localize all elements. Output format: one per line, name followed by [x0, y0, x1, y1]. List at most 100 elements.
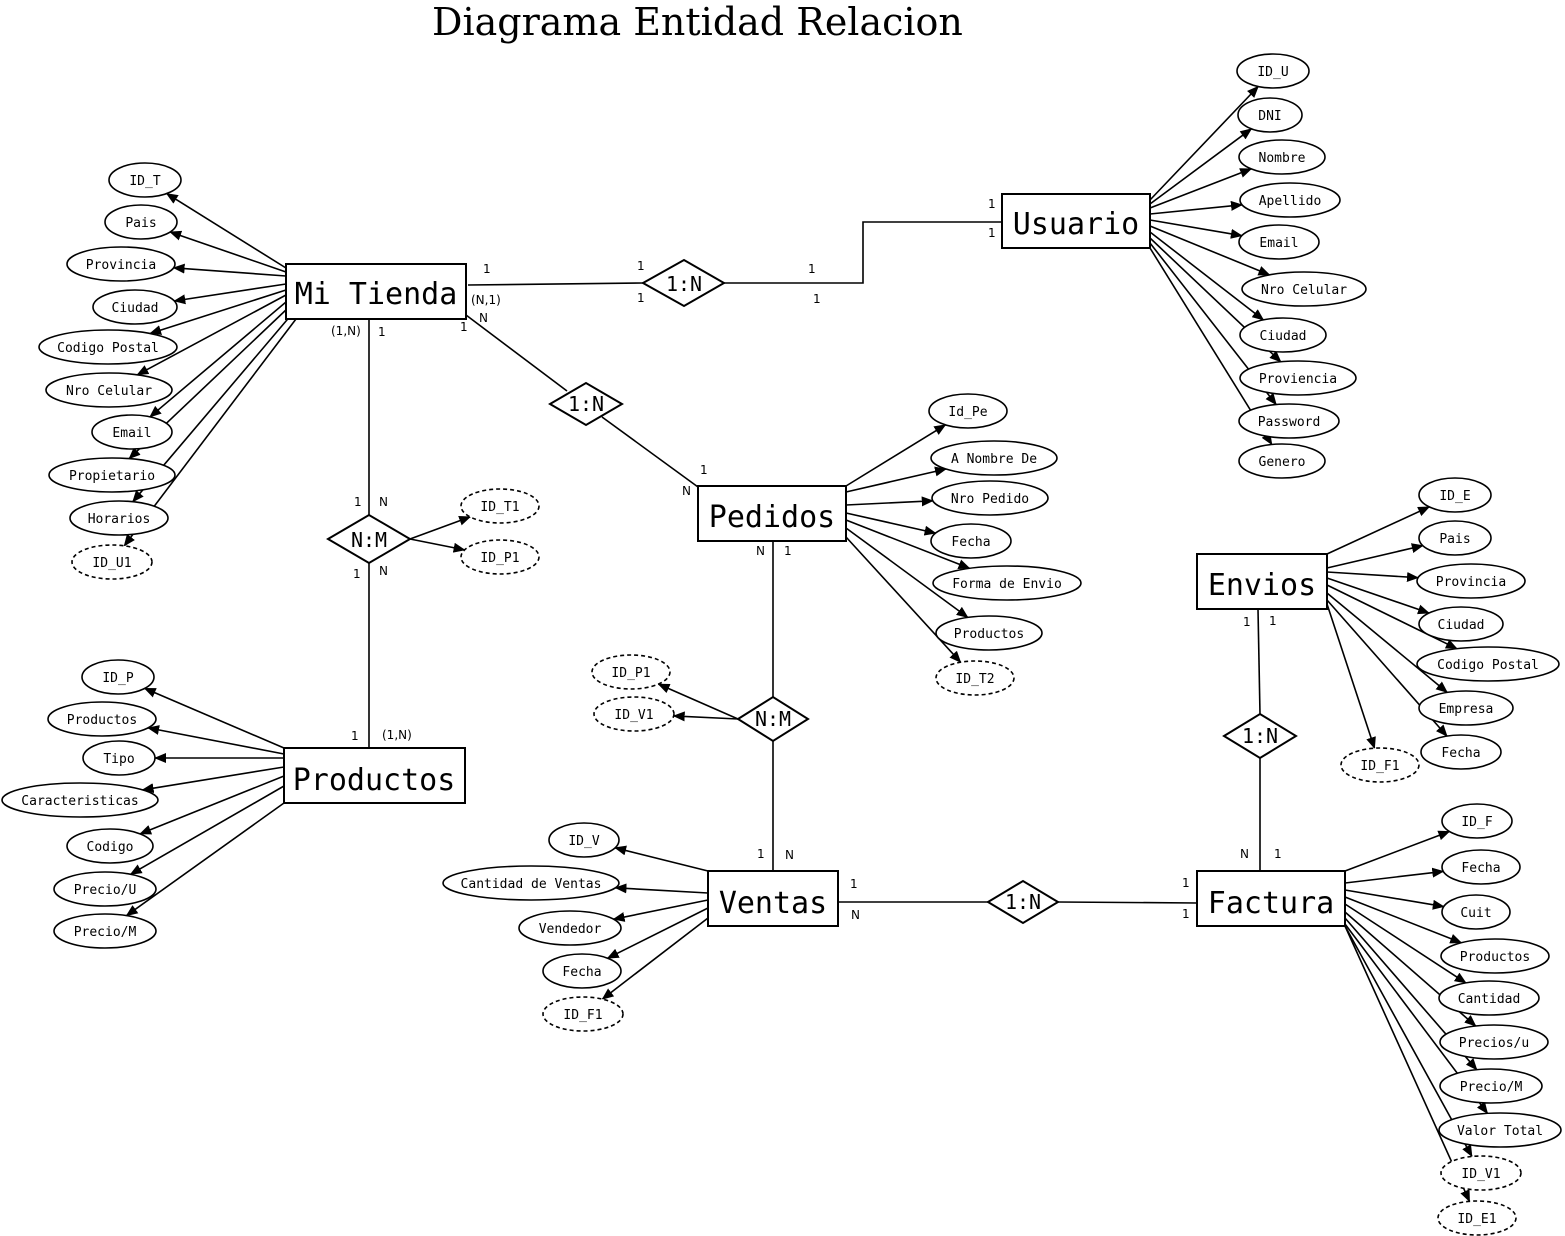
- attribute-label: ID_F: [1461, 815, 1492, 830]
- attribute-usuario-dni[interactable]: DNI: [1237, 97, 1303, 133]
- entity-ventas[interactable]: Ventas: [707, 870, 839, 927]
- attribute-label: ID_T: [129, 174, 160, 189]
- attribute-envios-empresa[interactable]: Empresa: [1418, 690, 1514, 726]
- attribute-tienda-productos-rel-id-p1[interactable]: ID_P1: [460, 539, 540, 575]
- relationship-label: 1:N: [1005, 890, 1041, 914]
- attribute-arrow: [1326, 571, 1419, 583]
- attribute-factura-precios-u[interactable]: Precios/u: [1439, 1024, 1549, 1060]
- relationship-tienda-pedidos[interactable]: 1:N: [548, 381, 624, 427]
- attribute-usuario-apellido[interactable]: Apellido: [1239, 182, 1341, 218]
- foreign-key-ellipse: [1340, 747, 1420, 783]
- attribute-usuario-id-u[interactable]: ID_U: [1236, 53, 1310, 89]
- attribute-factura-id-f[interactable]: ID_F: [1441, 803, 1513, 839]
- attribute-mi-tienda-propietario[interactable]: Propietario: [48, 457, 176, 493]
- attribute-envios-codigo-postal[interactable]: Codigo Postal: [1416, 646, 1560, 682]
- attribute-ellipse: [1236, 53, 1310, 89]
- attribute-pedidos-ventas-rel-id-v1[interactable]: ID_V1: [593, 696, 675, 732]
- entity-mi-tienda[interactable]: Mi Tienda: [285, 263, 467, 320]
- attribute-factura-id-e1[interactable]: ID_E1: [1437, 1200, 1517, 1236]
- entity-usuario[interactable]: Usuario: [1001, 193, 1151, 249]
- entity-pedidos[interactable]: Pedidos: [697, 485, 847, 542]
- attribute-label: Nro Celular: [1261, 283, 1347, 298]
- cardinality-label: 1: [784, 544, 792, 558]
- cardinality-label: 1: [813, 292, 821, 306]
- attribute-label: ID_V1: [1461, 1167, 1500, 1182]
- attribute-envios-id-f1[interactable]: ID_F1: [1340, 747, 1420, 783]
- attribute-pedidos-productos[interactable]: Productos: [935, 615, 1043, 651]
- attribute-ellipse: [1439, 1068, 1543, 1104]
- attribute-ellipse: [928, 393, 1008, 429]
- attribute-usuario-genero[interactable]: Genero: [1238, 443, 1326, 479]
- entity-envios[interactable]: Envios: [1196, 553, 1328, 610]
- attribute-envios-id-e[interactable]: ID_E: [1418, 477, 1492, 513]
- attribute-pedidos-forma-de-envio[interactable]: Forma de Envio: [932, 565, 1082, 601]
- attribute-productos-id-p[interactable]: ID_P: [81, 659, 155, 695]
- diagram-title: Diagrama Entidad Relacion: [432, 0, 963, 44]
- attribute-pedidos-ventas-rel-id-p1[interactable]: ID_P1: [591, 654, 671, 690]
- attribute-productos-codigo[interactable]: Codigo: [66, 828, 154, 864]
- attribute-arrow: [1344, 903, 1467, 984]
- attribute-productos-precio-m[interactable]: Precio/M: [53, 913, 157, 949]
- attribute-factura-fecha[interactable]: Fecha: [1441, 849, 1521, 885]
- attribute-envios-pais[interactable]: Pais: [1418, 520, 1492, 556]
- attribute-ellipse: [66, 828, 154, 864]
- attribute-ventas-vendedor[interactable]: Vendedor: [518, 910, 622, 946]
- attribute-label: Codigo Postal: [57, 341, 159, 356]
- attribute-ventas-id-f1[interactable]: ID_F1: [542, 996, 624, 1032]
- attribute-ellipse: [1418, 606, 1504, 642]
- foreign-key-ellipse: [1440, 1155, 1522, 1191]
- attribute-pedidos-id-pe[interactable]: Id_Pe: [928, 393, 1008, 429]
- attribute-productos-tipo[interactable]: Tipo: [82, 740, 156, 776]
- attribute-factura-cuit[interactable]: Cuit: [1441, 894, 1511, 930]
- attribute-envios-fecha[interactable]: Fecha: [1420, 734, 1502, 770]
- attribute-ellipse: [1441, 849, 1521, 885]
- attribute-pedidos-fecha[interactable]: Fecha: [930, 523, 1012, 559]
- relationship-tienda-productos[interactable]: N:M: [326, 513, 412, 565]
- attribute-mi-tienda-email[interactable]: Email: [91, 414, 173, 450]
- attribute-mi-tienda-codigo-postal[interactable]: Codigo Postal: [38, 329, 178, 365]
- attribute-factura-precio-m[interactable]: Precio/M: [1439, 1068, 1543, 1104]
- attribute-mi-tienda-provincia[interactable]: Provincia: [66, 246, 176, 282]
- attribute-factura-cantidad[interactable]: Cantidad: [1438, 980, 1540, 1016]
- attribute-mi-tienda-ciudad[interactable]: Ciudad: [92, 289, 178, 325]
- attribute-mi-tienda-id-t[interactable]: ID_T: [108, 162, 182, 198]
- attribute-pedidos-nro-pedido[interactable]: Nro Pedido: [931, 480, 1049, 516]
- attribute-usuario-nombre[interactable]: Nombre: [1238, 139, 1326, 175]
- attribute-usuario-email[interactable]: Email: [1238, 224, 1320, 260]
- relationship-envios-factura[interactable]: 1:N: [1222, 712, 1298, 760]
- attribute-pedidos-id-t2[interactable]: ID_T2: [935, 660, 1015, 696]
- attribute-usuario-ciudad[interactable]: Ciudad: [1239, 317, 1327, 353]
- entity-factura[interactable]: Factura: [1196, 870, 1346, 927]
- cardinality-label: N: [756, 544, 765, 558]
- attribute-label: ID_T2: [955, 672, 994, 687]
- attribute-ellipse: [1, 782, 159, 818]
- attribute-tienda-productos-rel-id-t1[interactable]: ID_T1: [460, 488, 540, 524]
- attribute-mi-tienda-nro-celular[interactable]: Nro Celular: [45, 372, 173, 408]
- attribute-factura-id-v1[interactable]: ID_V1: [1440, 1155, 1522, 1191]
- relationship-pedidos-ventas[interactable]: N:M: [736, 695, 810, 743]
- attribute-ventas-id-v[interactable]: ID_V: [548, 822, 620, 858]
- attribute-mi-tienda-id-u1[interactable]: ID_U1: [71, 544, 153, 580]
- cardinality-labels: 1 1 1 1 1 1 1 (N,1) 1 N (1,N) 1 1 N 1 N …: [331, 197, 1282, 922]
- attribute-label: Email: [1259, 236, 1298, 251]
- attribute-envios-ciudad[interactable]: Ciudad: [1418, 606, 1504, 642]
- relationship-ventas-factura[interactable]: 1:N: [986, 879, 1060, 925]
- attribute-mi-tienda-pais[interactable]: Pais: [104, 204, 178, 240]
- attribute-productos-productos[interactable]: Productos: [47, 701, 157, 737]
- attribute-ventas-cantidad-de-ventas[interactable]: Cantidad de Ventas: [442, 865, 620, 901]
- relationship-tienda-usuario[interactable]: 1:N: [640, 258, 727, 308]
- attribute-usuario-password[interactable]: Password: [1238, 403, 1340, 439]
- attribute-productos-precio-u[interactable]: Precio/U: [53, 871, 157, 907]
- attribute-envios-provincia[interactable]: Provincia: [1416, 563, 1526, 599]
- attribute-usuario-proviencia[interactable]: Proviencia: [1239, 360, 1357, 396]
- entity-productos[interactable]: Productos: [283, 747, 466, 804]
- attribute-mi-tienda-horarios[interactable]: Horarios: [69, 500, 169, 536]
- attribute-productos-caracteristicas[interactable]: Caracteristicas: [1, 782, 159, 818]
- attribute-ventas-fecha[interactable]: Fecha: [542, 953, 622, 989]
- attribute-ellipse: [1237, 97, 1303, 133]
- attribute-ellipse: [1438, 1112, 1562, 1148]
- attribute-pedidos-a-nombre-de[interactable]: A Nombre De: [930, 440, 1058, 476]
- attribute-factura-valor-total[interactable]: Valor Total: [1438, 1112, 1562, 1148]
- attribute-usuario-nro-celular[interactable]: Nro Celular: [1241, 271, 1367, 307]
- attribute-factura-productos[interactable]: Productos: [1440, 938, 1550, 974]
